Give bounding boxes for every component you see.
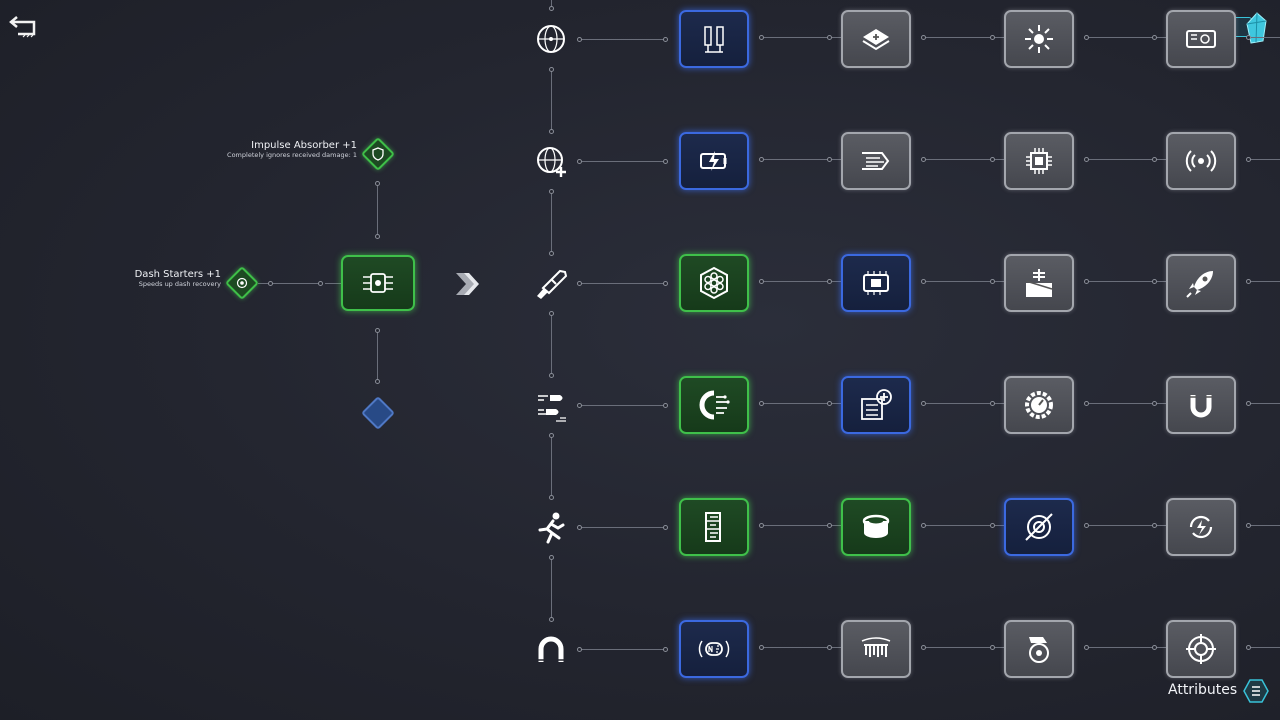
gear-circuit-icon (699, 390, 730, 420)
upgrade-node-r3-c1[interactable] (679, 254, 749, 312)
signal-icon (1185, 150, 1217, 172)
perk-description: Speeds up dash recovery (138, 280, 221, 288)
back-button[interactable] (8, 12, 42, 40)
running-icon (538, 512, 565, 544)
ns-magnet-icon (698, 640, 730, 658)
burst-icon (1025, 25, 1053, 53)
category-globe-plus-icon[interactable] (533, 143, 569, 179)
target-slash-icon (1025, 513, 1053, 541)
upgrade-node-r1-c4[interactable] (1166, 10, 1236, 68)
battery-bolt-icon (700, 151, 727, 171)
attributes-button[interactable]: Attributes (1168, 678, 1272, 704)
perk-impulse-absorber-label: Impulse Absorber +1 Completely ignores r… (227, 140, 357, 159)
perk-title: Impulse Absorber +1 (251, 140, 357, 151)
selected-upgrade-node[interactable] (341, 255, 415, 311)
shield-icon (372, 147, 384, 161)
upgrade-node-r4-c4[interactable] (1166, 376, 1236, 434)
upgrade-node-r6-c3[interactable] (1004, 620, 1074, 678)
magnet-icon (538, 636, 564, 662)
upgrade-node-r6-c1[interactable] (679, 620, 749, 678)
rocket-icon (1186, 271, 1213, 298)
category-globe-icon[interactable] (533, 21, 569, 57)
cpu-icon (1026, 148, 1052, 174)
back-arrow-icon (9, 16, 36, 38)
ring-icon (862, 514, 890, 538)
category-bullets-icon[interactable] (533, 387, 569, 423)
calculator-plus-icon (861, 389, 892, 420)
gear-gauge-icon (1025, 391, 1053, 419)
rifle-icon (537, 269, 568, 299)
crosshair-icon (1186, 634, 1216, 664)
upgrade-node-r3-c4[interactable] (1166, 254, 1236, 312)
upgrade-node-r4-c3[interactable] (1004, 376, 1074, 434)
upgrade-node-r1-c1[interactable] (679, 10, 749, 68)
upgrade-node-r2-c1[interactable] (679, 132, 749, 190)
chevron-right-icon (456, 273, 479, 295)
circuit-chip-icon (363, 273, 393, 293)
upgrade-node-r4-c2[interactable] (841, 376, 911, 434)
hex-cluster-icon (700, 266, 728, 300)
upgrade-node-r5-c2[interactable] (841, 498, 911, 556)
battery-stack-icon (705, 512, 721, 542)
gpu-card-icon (1186, 30, 1216, 48)
upgrade-node-r3-c3[interactable] (1004, 254, 1074, 312)
upgrade-node-r1-c3[interactable] (1004, 10, 1074, 68)
crystal-icon (1246, 12, 1267, 44)
sliders-box-icon (1025, 269, 1053, 297)
upgrade-node-r3-c2[interactable] (841, 254, 911, 312)
globe-plus-icon (537, 147, 566, 177)
server-rack-icon (704, 26, 724, 53)
data-stream-icon (862, 152, 890, 170)
perk-dash-starters-label: Dash Starters +1 Speeds up dash recovery (135, 269, 221, 288)
microchip-icon (863, 271, 889, 295)
gear-chip-icon (236, 277, 248, 289)
cycle-bolt-icon (1189, 515, 1213, 539)
attributes-label: Attributes (1168, 682, 1238, 698)
category-rifle-icon[interactable] (533, 265, 569, 301)
list-icon (1243, 679, 1269, 703)
upgrade-node-r6-c2[interactable] (841, 620, 911, 678)
layers-icon (862, 29, 890, 51)
coil-icon (861, 637, 891, 657)
upgrade-node-r5-c1[interactable] (679, 498, 749, 556)
upgrade-node-r2-c2[interactable] (841, 132, 911, 190)
magnet-u-icon (1190, 395, 1212, 418)
bullets-icon (538, 395, 566, 422)
category-running-icon[interactable] (533, 509, 569, 545)
upgrade-node-r2-c4[interactable] (1166, 132, 1236, 190)
upgrade-node-r4-c1[interactable] (679, 376, 749, 434)
upgrade-node-r5-c3[interactable] (1004, 498, 1074, 556)
upgrade-node-r5-c4[interactable] (1166, 498, 1236, 556)
category-magnet-icon[interactable] (533, 631, 569, 667)
upgrade-node-r2-c3[interactable] (1004, 132, 1074, 190)
upgrade-node-r6-c4[interactable] (1166, 620, 1236, 678)
upgrade-node-r1-c2[interactable] (841, 10, 911, 68)
turbine-icon (1029, 637, 1049, 663)
globe-icon (537, 25, 565, 53)
perk-description: Completely ignores received damage: 1 (227, 151, 357, 159)
perk-title: Dash Starters +1 (134, 269, 221, 280)
